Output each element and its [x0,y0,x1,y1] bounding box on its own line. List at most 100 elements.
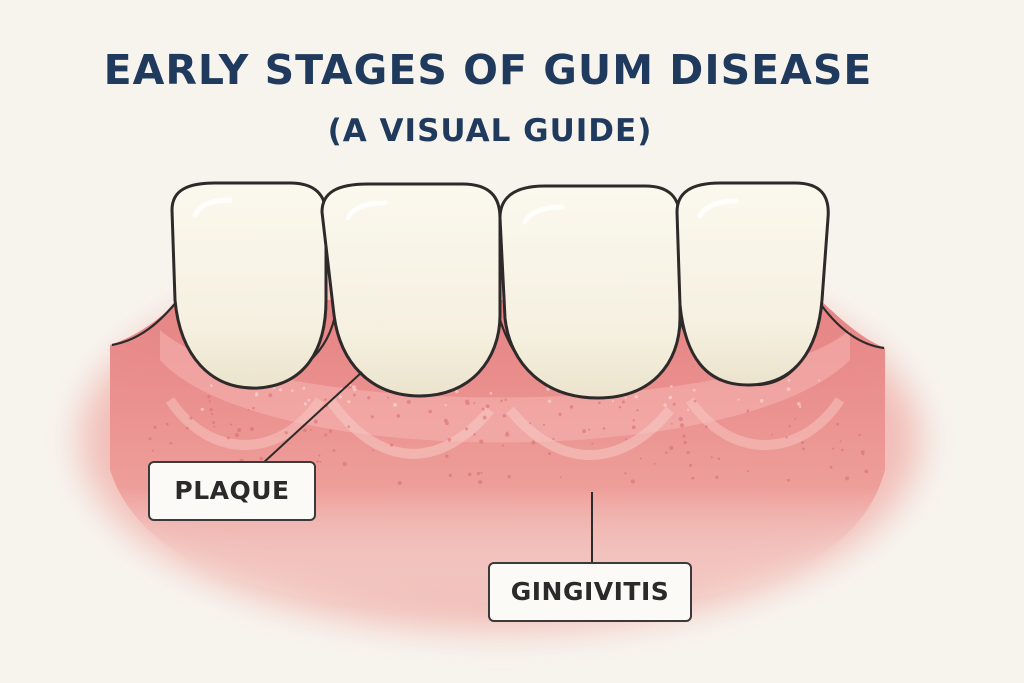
gum-dot [448,473,452,478]
gum-dot [669,445,674,451]
gum-dot [464,427,469,431]
gum-dot [705,425,708,429]
gum-dot [836,422,840,426]
gum-speck [347,400,351,404]
gum-dot [428,409,432,414]
gum-speck [786,387,791,391]
gum-dot [464,399,470,404]
teeth [170,181,830,400]
tooth-1 [170,181,328,390]
gum-dot [653,462,656,465]
gum-dot [485,404,490,409]
gum-dot [636,409,639,412]
plaque-label: PLAQUE [148,461,316,521]
gum-speck [303,402,307,406]
gum-dot [207,395,211,399]
gum-dot [347,425,351,429]
gum-dot [148,437,152,441]
tooth-4 [675,181,830,387]
gum-dot [717,457,721,460]
gum-dot [829,465,833,469]
page-title: EARLY STAGES OF GUM DISEASE [103,46,873,94]
gum-dot [686,450,690,455]
gum-dot [688,463,693,467]
gum-dot [480,471,483,474]
gum-dot [342,461,347,467]
gum-dot [841,448,844,452]
gum-dot [552,437,555,441]
gum-speck [307,398,311,402]
gum-dot [481,407,485,411]
gum-dot [679,423,685,428]
gum-dot [151,449,154,452]
gum-dot [324,398,327,401]
gum-dot [153,425,157,430]
gum-dot [212,421,216,424]
gum-dot [213,425,216,428]
gum-speck [455,389,459,394]
gum-dot [632,419,635,422]
gum-dot [318,454,321,457]
gum-dot [189,416,193,420]
gum-speck [787,378,791,382]
gum-dot [249,426,254,432]
gum-speck [737,398,740,401]
gum-dot [372,449,375,452]
gum-speck [302,386,306,390]
gum-dot [860,450,865,455]
gum-speck [547,399,552,403]
gum-dot [210,412,214,415]
gingivitis-label: GINGIVITIS [488,562,692,622]
gum-dot [309,429,312,432]
gum-dot [678,416,683,422]
gum-dot [319,460,322,463]
gum-dot [683,440,687,445]
gum-speck [634,394,639,399]
gum-dot [389,443,394,447]
gum-speck [611,400,614,403]
plaque-leader-line [261,371,363,465]
tooth-3 [498,184,682,400]
gum-dot [624,472,627,475]
gum-dot [672,402,676,406]
gum-dot [500,399,503,403]
gum-dot [624,438,627,441]
gum-speck [663,403,667,407]
gum-dot [502,444,505,447]
gum-dot [691,476,695,480]
gum-speck [670,384,673,388]
gum-speck [210,384,213,387]
gum-dot [800,441,804,444]
gum-dot [693,399,697,403]
gum-dot [445,421,449,426]
gum-dot [845,476,850,481]
gum-dot [185,426,189,430]
gum-dot [682,434,686,438]
gum-dot [208,400,211,403]
gum-dot [591,442,594,445]
gum-dot [406,399,411,404]
gum-dot [548,452,552,456]
gum-dot [710,456,713,459]
gum-dot [621,400,625,404]
gum-dot [313,419,318,424]
gum-dot [664,451,668,454]
gum-dot [367,396,371,400]
gum-dot [259,456,264,461]
gum-dot [397,481,402,485]
gum-dot [787,478,790,482]
gum-dot [506,433,510,437]
gum-speck [290,389,294,393]
gum-dot [234,432,240,438]
gum-dot [303,428,307,433]
gum-dot [230,423,233,426]
gum-speck [798,405,802,409]
page-subtitle: (A VISUAL GUIDE) [327,113,653,149]
gum-speck [796,402,801,406]
gum-speck [279,388,283,392]
gum-dot [506,431,509,434]
gum-dot [832,447,835,450]
gum-dot [252,406,255,410]
